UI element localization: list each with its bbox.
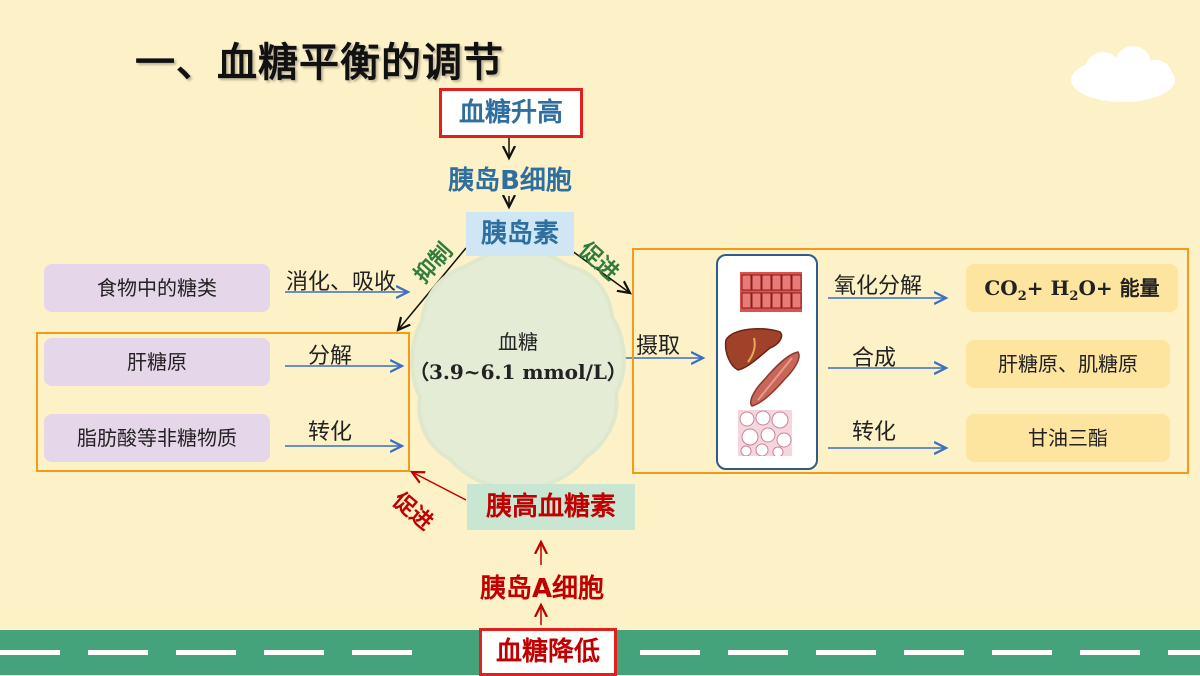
alpha-cell-label: 胰岛A细胞	[479, 574, 605, 604]
oxidation-label: 氧化分解	[834, 274, 923, 299]
uptake-label: 摄取	[636, 334, 681, 359]
liver-icon	[724, 327, 783, 371]
food-carbs-box: 食物中的糖类	[44, 264, 270, 312]
energy-text: O+ 能量	[1078, 276, 1160, 300]
page-title: 一、血糖平衡的调节	[135, 40, 504, 86]
non-sugar-box: 脂肪酸等非糖物质	[44, 414, 270, 462]
co2-subscript: 2	[1017, 289, 1027, 304]
convert-label: 转化	[308, 420, 353, 445]
insulin-box: 胰岛素	[466, 212, 574, 256]
glucose-range: （3.9~6.1 mmol/L）	[409, 360, 627, 384]
liver-glycogen-box: 肝糖原	[44, 338, 270, 386]
tissue-effects-frame	[632, 248, 1189, 474]
liver-sources-frame	[36, 332, 410, 472]
synthesis-label: 合成	[852, 346, 897, 371]
co-text: CO	[984, 276, 1018, 300]
cell-tissue-icon	[740, 272, 802, 312]
digest-absorb-label: 消化、吸收	[286, 270, 397, 295]
triglyceride-result-box: 甘油三酯	[966, 414, 1170, 462]
beta-cell-label: 胰岛B细胞	[448, 166, 572, 196]
glycogen-result-box: 肝糖原、肌糖原	[966, 340, 1170, 388]
oxidation-result-box: CO2+ H2O+ 能量	[966, 264, 1178, 312]
decompose-label: 分解	[308, 344, 353, 369]
cloud-icon	[1071, 46, 1175, 102]
convert-right-label: 转化	[852, 420, 897, 445]
blood-sugar-drop-box: 血糖降低	[479, 628, 617, 676]
h2o-subscript: 2	[1069, 289, 1079, 304]
fat-tissue-icon	[738, 410, 792, 456]
h-text: + H	[1026, 276, 1070, 300]
glucagon-box: 胰高血糖素	[467, 484, 635, 530]
muscle-icon	[750, 351, 800, 407]
blood-sugar-rise-box: 血糖升高	[439, 88, 583, 138]
glucose-label: 血糖	[498, 330, 538, 354]
